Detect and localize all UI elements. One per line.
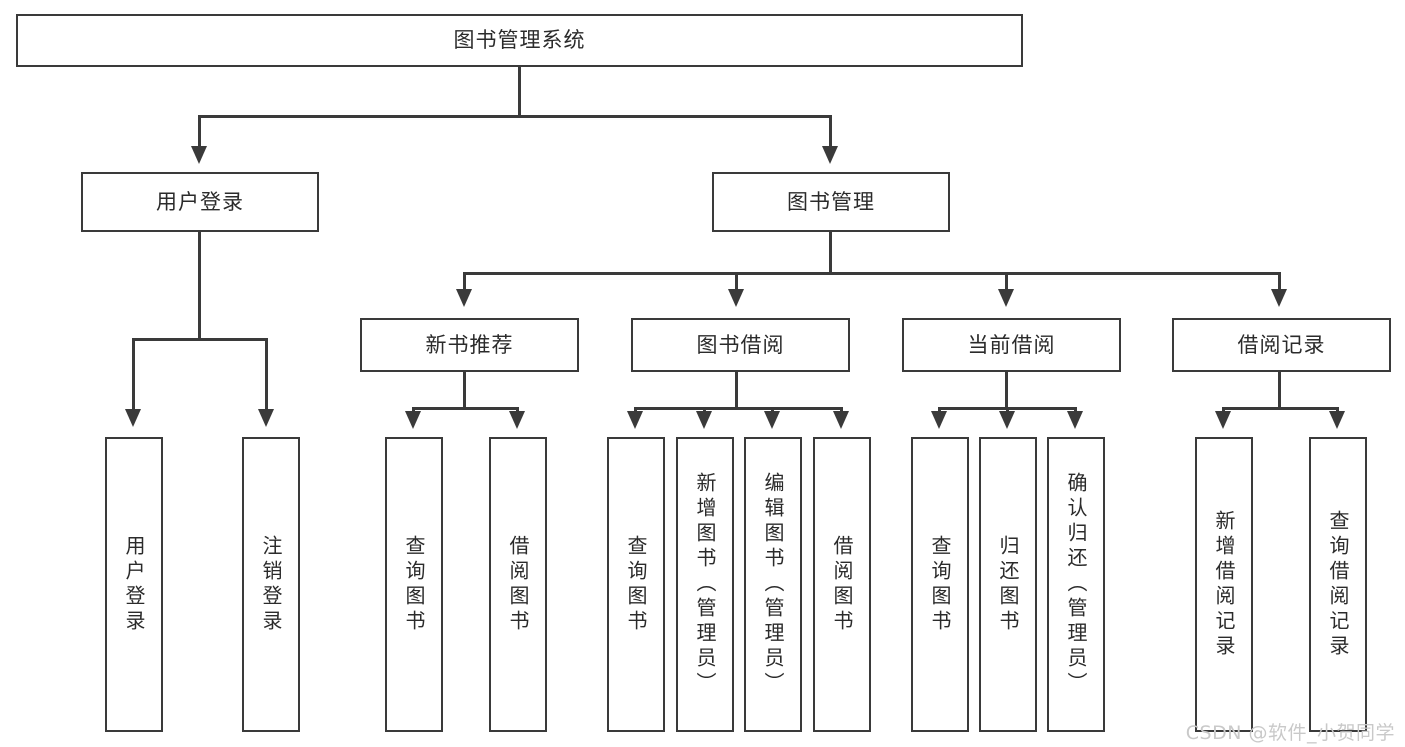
arrowhead-current-leaf-2	[999, 411, 1015, 429]
leaf-current-return-book[interactable]: 归还图书	[979, 437, 1037, 732]
arrowhead-to-leaf-logout	[258, 409, 274, 427]
leaf-current-confirm-return[interactable]: 确认归还（管理员）	[1047, 437, 1105, 732]
connector-recommend-drop-2	[516, 407, 519, 412]
node-book-borrow[interactable]: 图书借阅	[631, 318, 850, 372]
connector-current-stem	[1005, 372, 1008, 410]
arrowhead-record-leaf-1	[1215, 411, 1231, 429]
connector-user-login-stem	[198, 232, 201, 340]
connector-recommend-bar	[412, 407, 519, 410]
arrowhead-borrow-leaf-3	[764, 411, 780, 429]
leaf-borrow-query-book[interactable]: 查询图书	[607, 437, 665, 732]
connector-book-manage-stem	[829, 232, 832, 274]
connector-borrow-drop-4	[840, 407, 843, 412]
connector-borrow-drop-1	[634, 407, 637, 412]
leaf-recommend-borrow-book[interactable]: 借阅图书	[489, 437, 547, 732]
arrowhead-current-leaf-3	[1067, 411, 1083, 429]
node-borrow-record[interactable]: 借阅记录	[1172, 318, 1391, 372]
arrowhead-borrow-leaf-4	[833, 411, 849, 429]
connector-borrow-stem	[735, 372, 738, 410]
connector-root-stem	[518, 67, 521, 117]
node-label: 确认归还（管理员）	[1064, 472, 1088, 697]
node-label: 借阅图书	[830, 534, 854, 635]
node-label: 查询图书	[928, 534, 952, 635]
node-new-book-recommend[interactable]: 新书推荐	[360, 318, 579, 372]
node-label: 图书管理	[787, 189, 875, 214]
node-label: 图书借阅	[696, 332, 785, 357]
connector-recommend-stem	[463, 372, 466, 410]
node-current-borrow[interactable]: 当前借阅	[902, 318, 1121, 372]
node-root-system[interactable]: 图书管理系统	[16, 14, 1023, 67]
connector-borrow-drop-2	[703, 407, 706, 412]
node-label: 借阅记录	[1237, 332, 1326, 357]
connector-level3-drop-1	[463, 272, 466, 290]
connector-level2-bar	[198, 115, 832, 118]
csdn-watermark: CSDN @软件_小贺同学	[1185, 722, 1395, 744]
node-label: 查询借阅记录	[1326, 509, 1350, 660]
arrowhead-to-book-borrow	[728, 289, 744, 307]
arrowhead-borrow-leaf-2	[696, 411, 712, 429]
node-book-manage[interactable]: 图书管理	[712, 172, 950, 232]
arrowhead-record-leaf-2	[1329, 411, 1345, 429]
node-label: 图书管理系统	[453, 28, 586, 53]
leaf-user-login[interactable]: 用户登录	[105, 437, 163, 732]
leaf-borrow-edit-book[interactable]: 编辑图书（管理员）	[744, 437, 802, 732]
leaf-logout[interactable]: 注销登录	[242, 437, 300, 732]
node-user-login[interactable]: 用户登录	[81, 172, 319, 232]
arrowhead-borrow-leaf-1	[627, 411, 643, 429]
connector-level3-drop-3	[1005, 272, 1008, 290]
connector-borrow-drop-3	[771, 407, 774, 412]
connector-current-drop-1	[938, 407, 941, 412]
connector-current-drop-2	[1006, 407, 1009, 412]
connector-level2-drop-right	[829, 115, 832, 147]
connector-level3-drop-4	[1278, 272, 1281, 290]
arrowhead-to-new-book-recommend	[456, 289, 472, 307]
leaf-current-query-book[interactable]: 查询图书	[911, 437, 969, 732]
arrowhead-current-leaf-1	[931, 411, 947, 429]
connector-user-login-drop-1	[132, 338, 135, 410]
node-label: 查询图书	[402, 534, 426, 635]
arrowhead-to-borrow-record	[1271, 289, 1287, 307]
node-label: 注销登录	[259, 534, 283, 635]
leaf-borrow-borrow-book[interactable]: 借阅图书	[813, 437, 871, 732]
connector-user-login-bar	[132, 338, 268, 341]
arrowhead-to-leaf-user-login	[125, 409, 141, 427]
leaf-record-query[interactable]: 查询借阅记录	[1309, 437, 1367, 732]
node-label: 归还图书	[996, 534, 1020, 635]
node-label: 用户登录	[156, 189, 244, 214]
arrowhead-to-current-borrow	[998, 289, 1014, 307]
leaf-borrow-add-book[interactable]: 新增图书（管理员）	[676, 437, 734, 732]
connector-current-drop-3	[1074, 407, 1077, 412]
arrowhead-to-book-manage	[822, 146, 838, 164]
connector-recommend-drop-1	[412, 407, 415, 412]
leaf-record-add[interactable]: 新增借阅记录	[1195, 437, 1253, 732]
connector-record-drop-1	[1222, 407, 1225, 412]
leaf-recommend-query-book[interactable]: 查询图书	[385, 437, 443, 732]
connector-record-drop-2	[1336, 407, 1339, 412]
node-label: 当前借阅	[967, 332, 1056, 357]
connector-record-bar	[1222, 407, 1339, 410]
node-label: 用户登录	[122, 534, 146, 635]
connector-level3-drop-2	[735, 272, 738, 290]
node-label: 查询图书	[624, 534, 648, 635]
arrowhead-recommend-leaf-2	[509, 411, 525, 429]
node-label: 新书推荐	[425, 332, 514, 357]
node-label: 新增图书（管理员）	[693, 472, 717, 697]
node-label: 借阅图书	[506, 534, 530, 635]
connector-borrow-bar	[634, 407, 843, 410]
connector-user-login-drop-2	[265, 338, 268, 410]
node-label: 编辑图书（管理员）	[761, 472, 785, 697]
node-label: 新增借阅记录	[1212, 509, 1236, 660]
connector-level3-bar	[463, 272, 1281, 275]
arrowhead-recommend-leaf-1	[405, 411, 421, 429]
arrowhead-to-user-login	[191, 146, 207, 164]
connector-level2-drop-left	[198, 115, 201, 147]
connector-record-stem	[1278, 372, 1281, 410]
